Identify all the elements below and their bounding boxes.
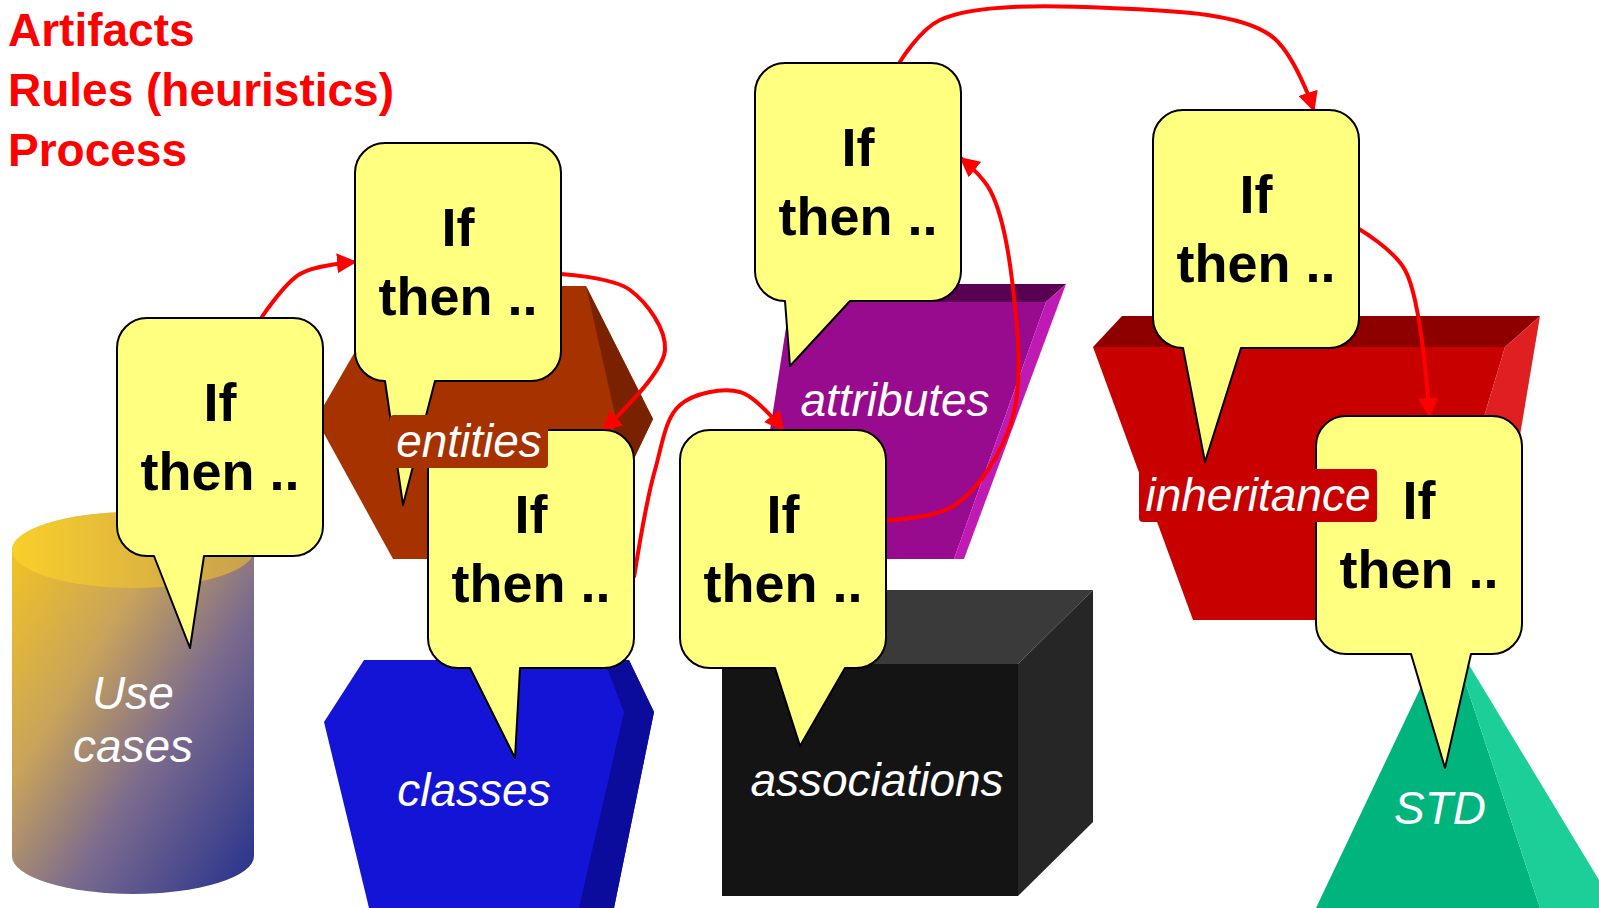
callout-text: If then .. <box>378 193 538 331</box>
shape-label: attributes <box>794 374 995 427</box>
callout-bubble: If then .. <box>680 430 886 668</box>
callout-bubble: If then .. <box>117 318 323 556</box>
shape-label: Use cases <box>57 667 209 773</box>
callout-bubble: If then .. <box>355 143 561 381</box>
shape-label: STD <box>1388 782 1492 835</box>
shape-face <box>12 512 254 894</box>
shape-face <box>1448 630 1599 908</box>
bubble-outline <box>1316 416 1522 768</box>
shape-label: classes <box>391 764 556 817</box>
callout-text: If then .. <box>451 480 611 618</box>
heading-label: Process <box>8 120 394 180</box>
flow-arrow <box>561 274 665 430</box>
heading-label: Artifacts <box>8 0 394 60</box>
callout-bubble: If then .. <box>1153 110 1359 348</box>
heading-list: ArtifactsRules (heuristics)Process <box>0 0 386 180</box>
speech-bubble <box>755 63 961 301</box>
speech-bubble <box>1316 416 1522 654</box>
shape-face <box>579 660 654 908</box>
bubble-outline <box>117 318 323 648</box>
bubble-outline <box>355 143 561 505</box>
shape-label: associations <box>744 754 1009 807</box>
bubble-outline <box>428 430 634 758</box>
callout-text: If then .. <box>778 113 938 251</box>
shape-face <box>722 664 1018 896</box>
flow-arrow <box>261 262 355 318</box>
speech-bubble <box>680 430 886 668</box>
callout-bubble: If then .. <box>1316 416 1522 654</box>
callout-text: If then .. <box>1176 160 1336 298</box>
shape-face <box>1018 590 1093 896</box>
bubble-outline <box>680 430 886 746</box>
callout-text: If then .. <box>140 368 300 506</box>
speech-bubble <box>117 318 323 556</box>
callout-bubble: If then .. <box>755 63 961 301</box>
speech-bubble <box>1153 110 1359 348</box>
bubble-outline <box>1153 110 1359 462</box>
bubble-outline <box>755 63 961 366</box>
shape-label: inheritance <box>1139 469 1376 522</box>
heading-label: Rules (heuristics) <box>8 60 394 120</box>
callout-text: If then .. <box>703 480 863 618</box>
speech-bubble <box>355 143 561 381</box>
flow-arrow <box>1359 229 1429 416</box>
shape-label: entities <box>390 415 548 468</box>
shape-node: Use cases <box>12 512 254 894</box>
callout-text: If then .. <box>1339 466 1499 604</box>
